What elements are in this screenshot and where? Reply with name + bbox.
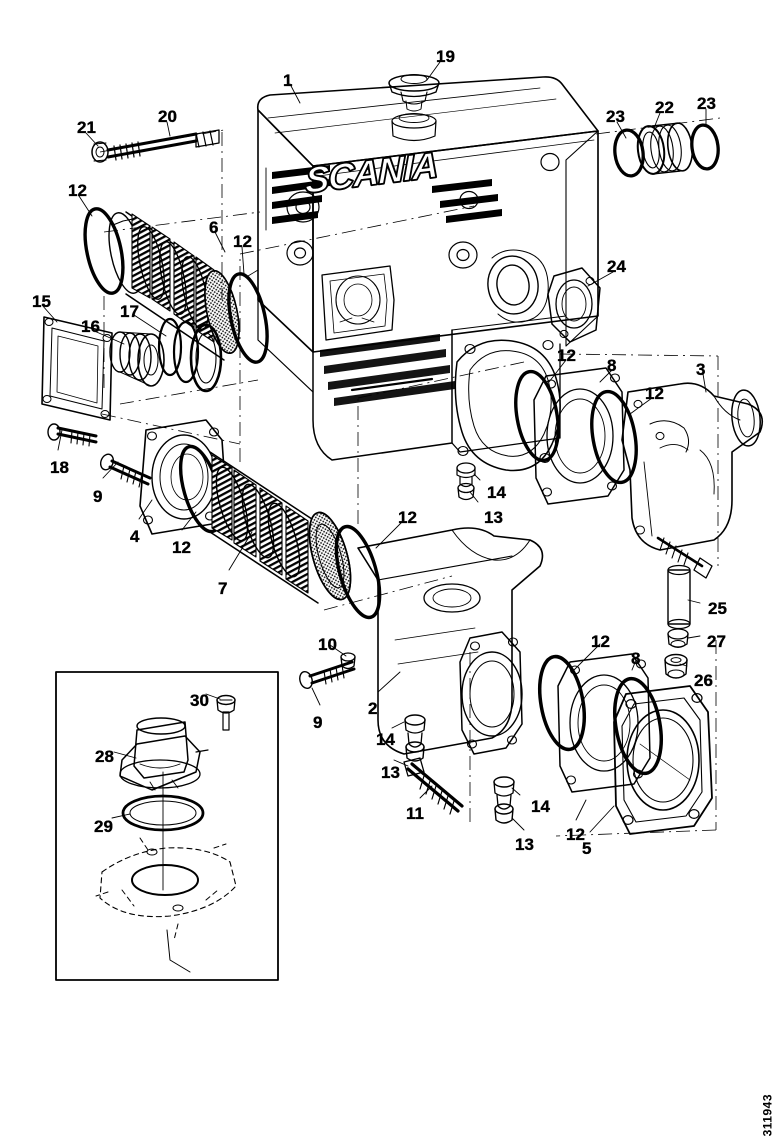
callout-27: 27 bbox=[707, 632, 726, 651]
callout-25: 25 bbox=[708, 599, 727, 618]
callout-12: 12 bbox=[233, 232, 252, 251]
part-12-oring-lower-right-b bbox=[613, 676, 663, 776]
callout-26: 26 bbox=[694, 671, 713, 690]
part-2-lower-elbow bbox=[357, 527, 544, 755]
callout-3: 3 bbox=[696, 360, 706, 379]
callout-14: 14 bbox=[376, 730, 395, 749]
part-3-inlet-elbow bbox=[621, 382, 764, 551]
part-20-long-stud-bolt bbox=[106, 129, 220, 161]
callout-12: 12 bbox=[566, 825, 585, 844]
callout-8: 8 bbox=[631, 649, 641, 668]
part-27-nut bbox=[667, 628, 689, 648]
assembly-axis-lines bbox=[99, 117, 721, 837]
callout-18: 18 bbox=[50, 458, 69, 477]
callout-22: 22 bbox=[655, 98, 674, 117]
leader-lines bbox=[41, 61, 707, 833]
svg-text:SCANIA: SCANIA bbox=[305, 144, 437, 201]
callout-1: 1 bbox=[283, 71, 293, 90]
fastener-13-14-upper bbox=[456, 462, 476, 501]
callout-6: 6 bbox=[209, 218, 219, 237]
callout-12: 12 bbox=[557, 346, 576, 365]
fastener-14-13-right bbox=[493, 776, 515, 824]
exploded-parts-illustration: SCANIA SCANIA bbox=[41, 61, 764, 981]
part-26-washer bbox=[664, 653, 688, 679]
callout-19: 19 bbox=[436, 47, 455, 66]
part-30-screw bbox=[216, 694, 236, 731]
callout-17: 17 bbox=[120, 302, 139, 321]
callout-7: 7 bbox=[218, 579, 228, 598]
callout-30: 30 bbox=[190, 691, 209, 710]
callout-16: 16 bbox=[81, 317, 100, 336]
part-17-retaining-rings bbox=[157, 317, 223, 393]
callout-11: 11 bbox=[406, 804, 424, 823]
part-5-cover-flange bbox=[613, 685, 713, 835]
callout-28: 28 bbox=[95, 747, 114, 766]
callout-12: 12 bbox=[68, 181, 87, 200]
callout-23: 23 bbox=[697, 94, 716, 113]
callout-4: 4 bbox=[130, 527, 140, 546]
part-8-gasket-upper bbox=[533, 367, 625, 505]
callout-12: 12 bbox=[398, 508, 417, 527]
part-19-filler-cap bbox=[388, 74, 440, 142]
callout-15: 15 bbox=[32, 292, 51, 311]
callout-13: 13 bbox=[484, 508, 503, 527]
callout-14: 14 bbox=[531, 797, 550, 816]
inset-mounting-face bbox=[95, 837, 237, 941]
part-18-bolt bbox=[47, 423, 98, 447]
callout-12: 12 bbox=[172, 538, 191, 557]
callout-29: 29 bbox=[94, 817, 113, 836]
callout-8: 8 bbox=[607, 356, 617, 375]
callout-24: 24 bbox=[607, 257, 626, 276]
part-6-cooler-core-upper bbox=[83, 207, 269, 364]
part-15-cover-plate bbox=[41, 316, 113, 421]
part-16-sealing-rings bbox=[109, 331, 165, 387]
part-24-bracket-gasket bbox=[547, 267, 601, 343]
part-12-oring-lower-right-a bbox=[538, 654, 586, 752]
callout-12: 12 bbox=[645, 384, 664, 403]
part-11-long-stud bbox=[403, 757, 464, 815]
part-23-oring-right bbox=[690, 123, 720, 171]
part-9-bolt-lower bbox=[299, 660, 356, 690]
callout-2: 2 bbox=[368, 699, 378, 718]
diagram-reference-number: 311943 bbox=[760, 1094, 774, 1136]
callout-13: 13 bbox=[381, 763, 400, 782]
callout-14: 14 bbox=[487, 483, 506, 502]
part-12-oring-upper-right-a bbox=[514, 369, 560, 463]
callout-20: 20 bbox=[158, 107, 177, 126]
callout-9: 9 bbox=[313, 713, 323, 732]
callout-13: 13 bbox=[515, 835, 534, 854]
diagram-canvas: SCANIA SCANIA bbox=[31, 47, 774, 1136]
callout-10: 10 bbox=[318, 635, 337, 654]
part-12-oring-upper-right-b bbox=[590, 389, 638, 485]
fastener-14-13-center bbox=[404, 714, 426, 762]
part-25-stud-bolt bbox=[656, 536, 713, 630]
callout-21: 21 bbox=[77, 118, 96, 137]
callout-23: 23 bbox=[606, 107, 625, 126]
inset-detail-box bbox=[55, 671, 279, 981]
part-7-cooler-core-lower bbox=[178, 444, 382, 620]
callout-12: 12 bbox=[591, 632, 610, 651]
part-1-cooler-housing: SCANIA SCANIA bbox=[256, 76, 599, 472]
callout-9: 9 bbox=[93, 487, 103, 506]
callout-5: 5 bbox=[582, 839, 592, 858]
part-28-thermostat-housing bbox=[119, 717, 209, 791]
part-23-oring-left bbox=[613, 128, 645, 178]
